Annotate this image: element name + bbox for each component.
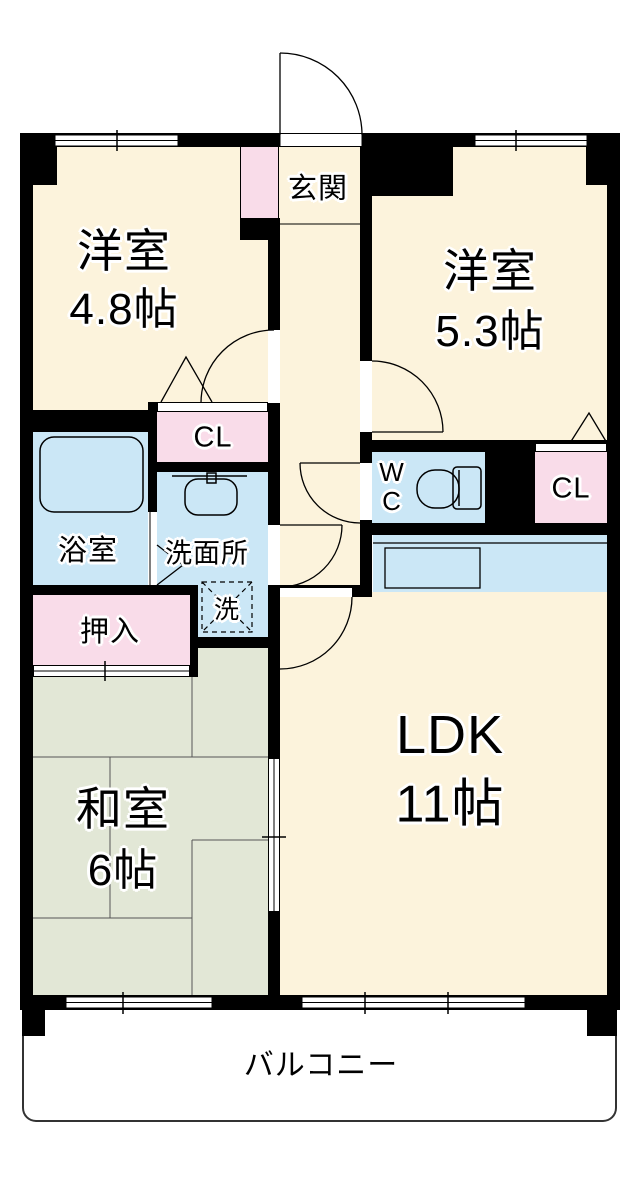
- door-opening: [268, 525, 280, 585]
- closet-center-folding-door-marker: [160, 355, 213, 403]
- wall-segment: [20, 133, 33, 1010]
- window: [65, 992, 213, 1014]
- wall-segment: [22, 1007, 45, 1036]
- wall-segment: [190, 637, 280, 648]
- entrance-opening: [279, 133, 363, 147]
- closet-right-opening: [535, 443, 607, 452]
- wall-segment: [240, 218, 280, 240]
- western-room-2-door-arc: [371, 360, 444, 433]
- closet-center-opening: [157, 402, 268, 412]
- wall-segment: [20, 133, 57, 185]
- wall-segment: [268, 585, 280, 677]
- washbasin-icon: [172, 472, 247, 516]
- balcony-area: [22, 1005, 617, 1122]
- wall-segment: [268, 240, 280, 330]
- oshiire-sliding-door: [33, 661, 190, 681]
- window: [474, 130, 588, 151]
- western-room-1-size: 4.8帖: [69, 285, 179, 334]
- wc-label: W C: [379, 458, 405, 516]
- japanese-room-size: 6帖: [87, 846, 159, 895]
- wall-segment: [148, 462, 280, 472]
- ldk-floor: [280, 592, 607, 995]
- wall-segment: [360, 133, 453, 196]
- western-room-1-floor: [33, 145, 268, 412]
- japanese-room-floor-notch: [198, 648, 268, 677]
- bathroom-floor: [33, 432, 148, 585]
- kitchen-sink-icon: [373, 542, 607, 589]
- washing-machine-icon: [201, 581, 253, 633]
- wc-door-arc: [299, 462, 361, 524]
- wall-segment: [360, 520, 372, 597]
- wall-segment: [587, 1007, 617, 1036]
- washroom-door-arc: [279, 524, 343, 588]
- wall-segment: [20, 410, 157, 432]
- wall-segment: [268, 912, 280, 995]
- washroom-label: 洗面所: [165, 538, 249, 569]
- closet-center-label: CL: [193, 421, 233, 454]
- bathroom-door-marker: [156, 544, 185, 586]
- western-room-2-size: 5.3帖: [435, 307, 545, 356]
- wall-segment: [586, 133, 620, 185]
- wall-segment: [148, 402, 157, 512]
- window: [301, 992, 526, 1014]
- bathroom-label: 浴室: [57, 535, 119, 567]
- entrance-side-closet: [240, 145, 279, 220]
- wall-segment: [268, 677, 280, 758]
- kitchen-counter: [373, 535, 607, 592]
- japanese-room-floor: [33, 677, 268, 995]
- closet-right-label: CL: [551, 472, 591, 505]
- ldk-label: LDK: [395, 705, 505, 765]
- western-room-1-label: 洋室: [77, 225, 171, 277]
- closet-right-folding-door-marker: [569, 411, 608, 444]
- western-room-1-door-arc: [200, 329, 275, 404]
- door-opening: [268, 330, 280, 403]
- door-opening: [360, 361, 372, 432]
- japanese-room-label: 和室: [76, 783, 170, 835]
- ldk-size: 11帖: [395, 775, 505, 834]
- ldk-door-arc: [279, 596, 353, 670]
- wall-segment: [372, 523, 620, 535]
- wall-segment: [485, 452, 535, 523]
- bathroom-door-opening: [148, 512, 157, 585]
- oshiire-label: 押入: [79, 616, 141, 648]
- door-opening: [280, 588, 352, 597]
- door-opening: [360, 463, 372, 520]
- oshiire-floor: [33, 595, 190, 665]
- japanese-room-sliding-door: [262, 758, 286, 912]
- wall-segment: [190, 595, 198, 677]
- toilet-icon: [416, 466, 482, 510]
- wc-label-line1: W: [379, 457, 405, 487]
- wall-segment: [20, 585, 198, 595]
- washing-machine-label: 洗: [213, 596, 241, 624]
- wc-label-line2: C: [382, 486, 402, 516]
- entrance-label: 玄関: [287, 173, 349, 205]
- western-room-2-label: 洋室: [443, 245, 537, 297]
- hallway-floor: [280, 140, 360, 600]
- tatami-lines: [33, 677, 268, 995]
- wall-segment: [360, 196, 372, 361]
- entrance-door-arc: [279, 52, 363, 136]
- bathtub-icon: [39, 436, 144, 513]
- closet-right-floor: [535, 452, 607, 525]
- wall-segment: [607, 133, 620, 1010]
- closet-center-floor: [157, 412, 268, 462]
- wc-floor: [372, 452, 485, 523]
- balcony-label: バルコニー: [243, 1049, 399, 1082]
- window: [54, 130, 179, 151]
